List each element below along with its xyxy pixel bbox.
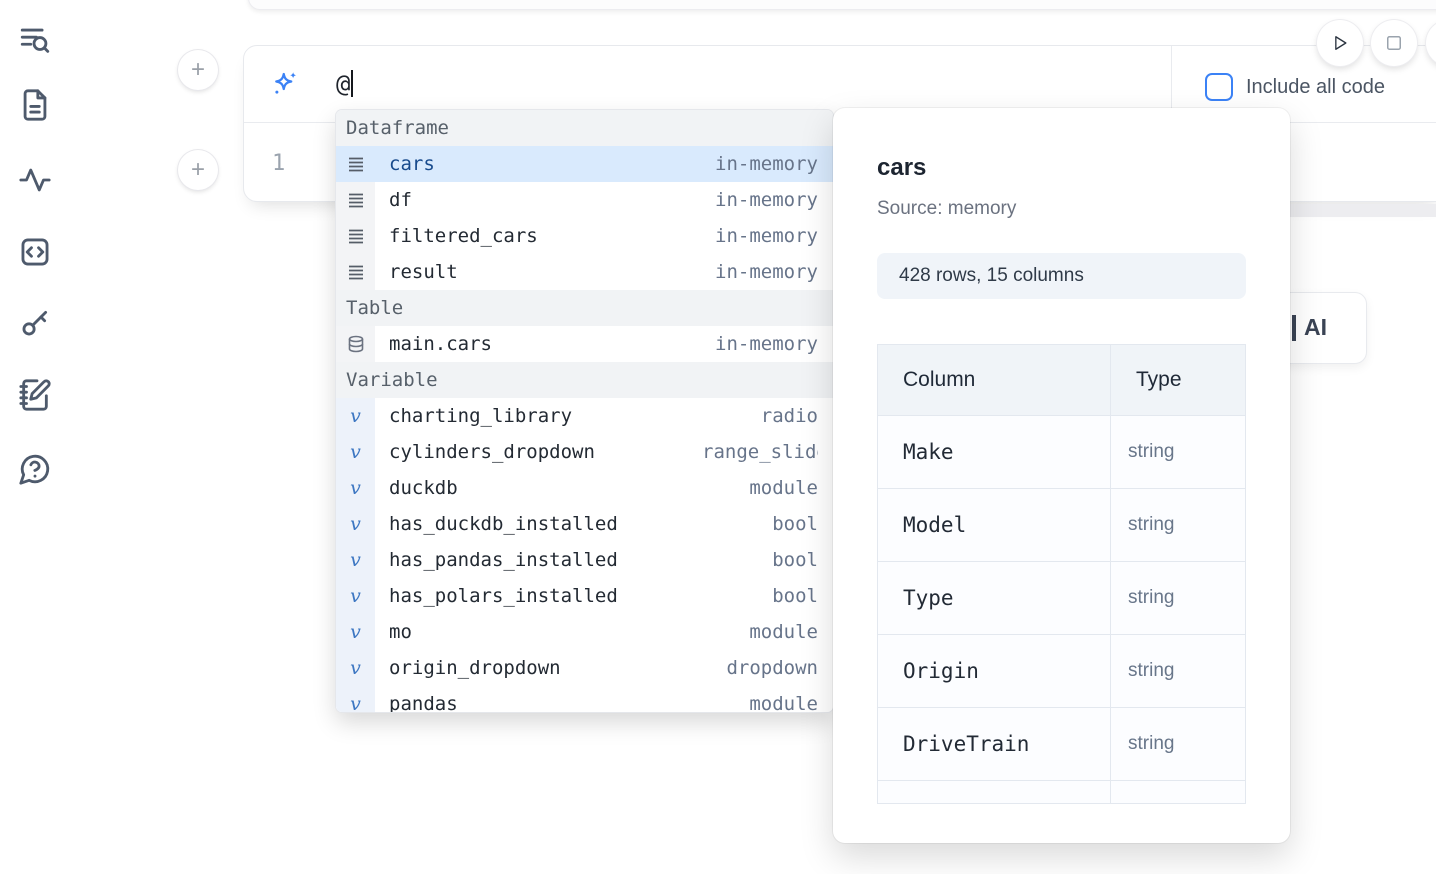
activity-icon <box>19 168 51 192</box>
line-number: 1 <box>272 151 286 176</box>
variable-icon: v <box>350 657 361 679</box>
add-cell-above-button[interactable]: + <box>178 50 218 90</box>
completion-item-origin-dropdown[interactable]: v origin_dropdown dropdown <box>336 650 833 686</box>
table-row-clipped <box>878 781 1245 803</box>
preview-source: Source: memory <box>877 198 1017 219</box>
completion-item-has-pandas-installed[interactable]: v has_pandas_installed bool <box>336 542 833 578</box>
sidebar-item-secrets[interactable] <box>18 306 52 340</box>
variable-icon: v <box>350 405 361 427</box>
completion-item-cylinders-dropdown[interactable]: v cylinders_dropdown range_slider <box>336 434 833 470</box>
sidebar-item-tracing[interactable] <box>18 163 52 197</box>
sparkles-icon <box>275 72 297 94</box>
play-icon <box>1335 36 1347 50</box>
completion-item-has-duckdb-installed[interactable]: v has_duckdb_installed bool <box>336 506 833 542</box>
extra-control-button[interactable] <box>1426 20 1436 66</box>
dataframe-icon <box>347 155 365 173</box>
schema-header-row: Column Type <box>878 345 1245 416</box>
completion-item-filtered-cars[interactable]: filtered_cars in-memory <box>336 218 833 254</box>
dataframe-preview-panel: cars Source: memory 428 rows, 15 columns… <box>833 108 1290 843</box>
variable-icon: v <box>350 693 361 712</box>
dataframe-icon <box>347 227 365 245</box>
list-search-icon <box>20 28 50 53</box>
include-all-code-checkbox[interactable] <box>1205 73 1233 101</box>
add-cell-below-button[interactable]: + <box>178 150 218 190</box>
variable-icon: v <box>350 477 361 499</box>
section-header-dataframe: Dataframe <box>336 110 833 146</box>
table-row: Model string <box>878 489 1245 562</box>
schema-table: Column Type Make string Model string Typ… <box>877 344 1246 804</box>
completion-item-mo[interactable]: v mo module <box>336 614 833 650</box>
notebook-pen-icon <box>19 379 51 411</box>
variable-icon: v <box>350 549 361 571</box>
section-header-variable: Variable <box>336 362 833 398</box>
code-editor[interactable]: 1 <box>244 123 1436 202</box>
key-icon <box>22 310 48 336</box>
completion-item-cars[interactable]: cars in-memory <box>336 146 833 182</box>
completion-item-pandas-clipped[interactable]: v pandas module <box>336 686 833 712</box>
divider <box>1171 46 1172 123</box>
stop-icon <box>1387 36 1401 50</box>
sidebar-item-help[interactable] <box>18 452 52 486</box>
clipped-letter <box>1292 315 1296 341</box>
stop-button[interactable] <box>1371 20 1417 66</box>
completion-item-has-polars-installed[interactable]: v has_polars_installed bool <box>336 578 833 614</box>
run-cell-button[interactable] <box>1317 20 1363 66</box>
dataframe-icon <box>347 263 365 281</box>
code-square-icon <box>21 238 49 266</box>
completion-item-result[interactable]: result in-memory <box>336 254 833 290</box>
file-text-icon <box>23 89 47 121</box>
sidebar-item-scratchpad[interactable] <box>18 378 52 412</box>
table-row: DriveTrain string <box>878 708 1245 781</box>
autocomplete-popup: Dataframe cars in-memory df in-memory fi… <box>336 110 833 712</box>
include-all-code-label: Include all code <box>1246 75 1385 98</box>
variable-icon: v <box>350 513 361 535</box>
column-header: Column <box>878 345 1111 416</box>
completion-item-charting-library[interactable]: v charting_library radio <box>336 398 833 434</box>
dataframe-icon <box>347 191 365 209</box>
variable-icon: v <box>350 441 361 463</box>
variable-icon: v <box>350 621 361 643</box>
preview-title: cars <box>877 154 927 181</box>
variable-icon: v <box>350 585 361 607</box>
ai-prompt-input[interactable]: @ <box>336 69 354 99</box>
type-header: Type <box>1111 345 1245 416</box>
table-row: Make string <box>878 416 1245 489</box>
section-header-table: Table <box>336 290 833 326</box>
database-icon <box>347 335 365 353</box>
completion-item-df[interactable]: df in-memory <box>336 182 833 218</box>
sidebar-item-files[interactable] <box>18 88 52 122</box>
sidebar-item-snippets[interactable] <box>18 235 52 269</box>
help-chat-icon <box>19 454 50 485</box>
text-cursor <box>351 70 354 97</box>
table-row: Type string <box>878 562 1245 635</box>
shape-badge: 428 rows, 15 columns <box>877 253 1246 299</box>
previous-cell-edge <box>248 0 1436 10</box>
completion-item-duckdb[interactable]: v duckdb module <box>336 470 833 506</box>
table-row: Origin string <box>878 635 1245 708</box>
sidebar-item-toc-search[interactable] <box>18 23 52 57</box>
completion-item-main-cars[interactable]: main.cars in-memory <box>336 326 833 362</box>
